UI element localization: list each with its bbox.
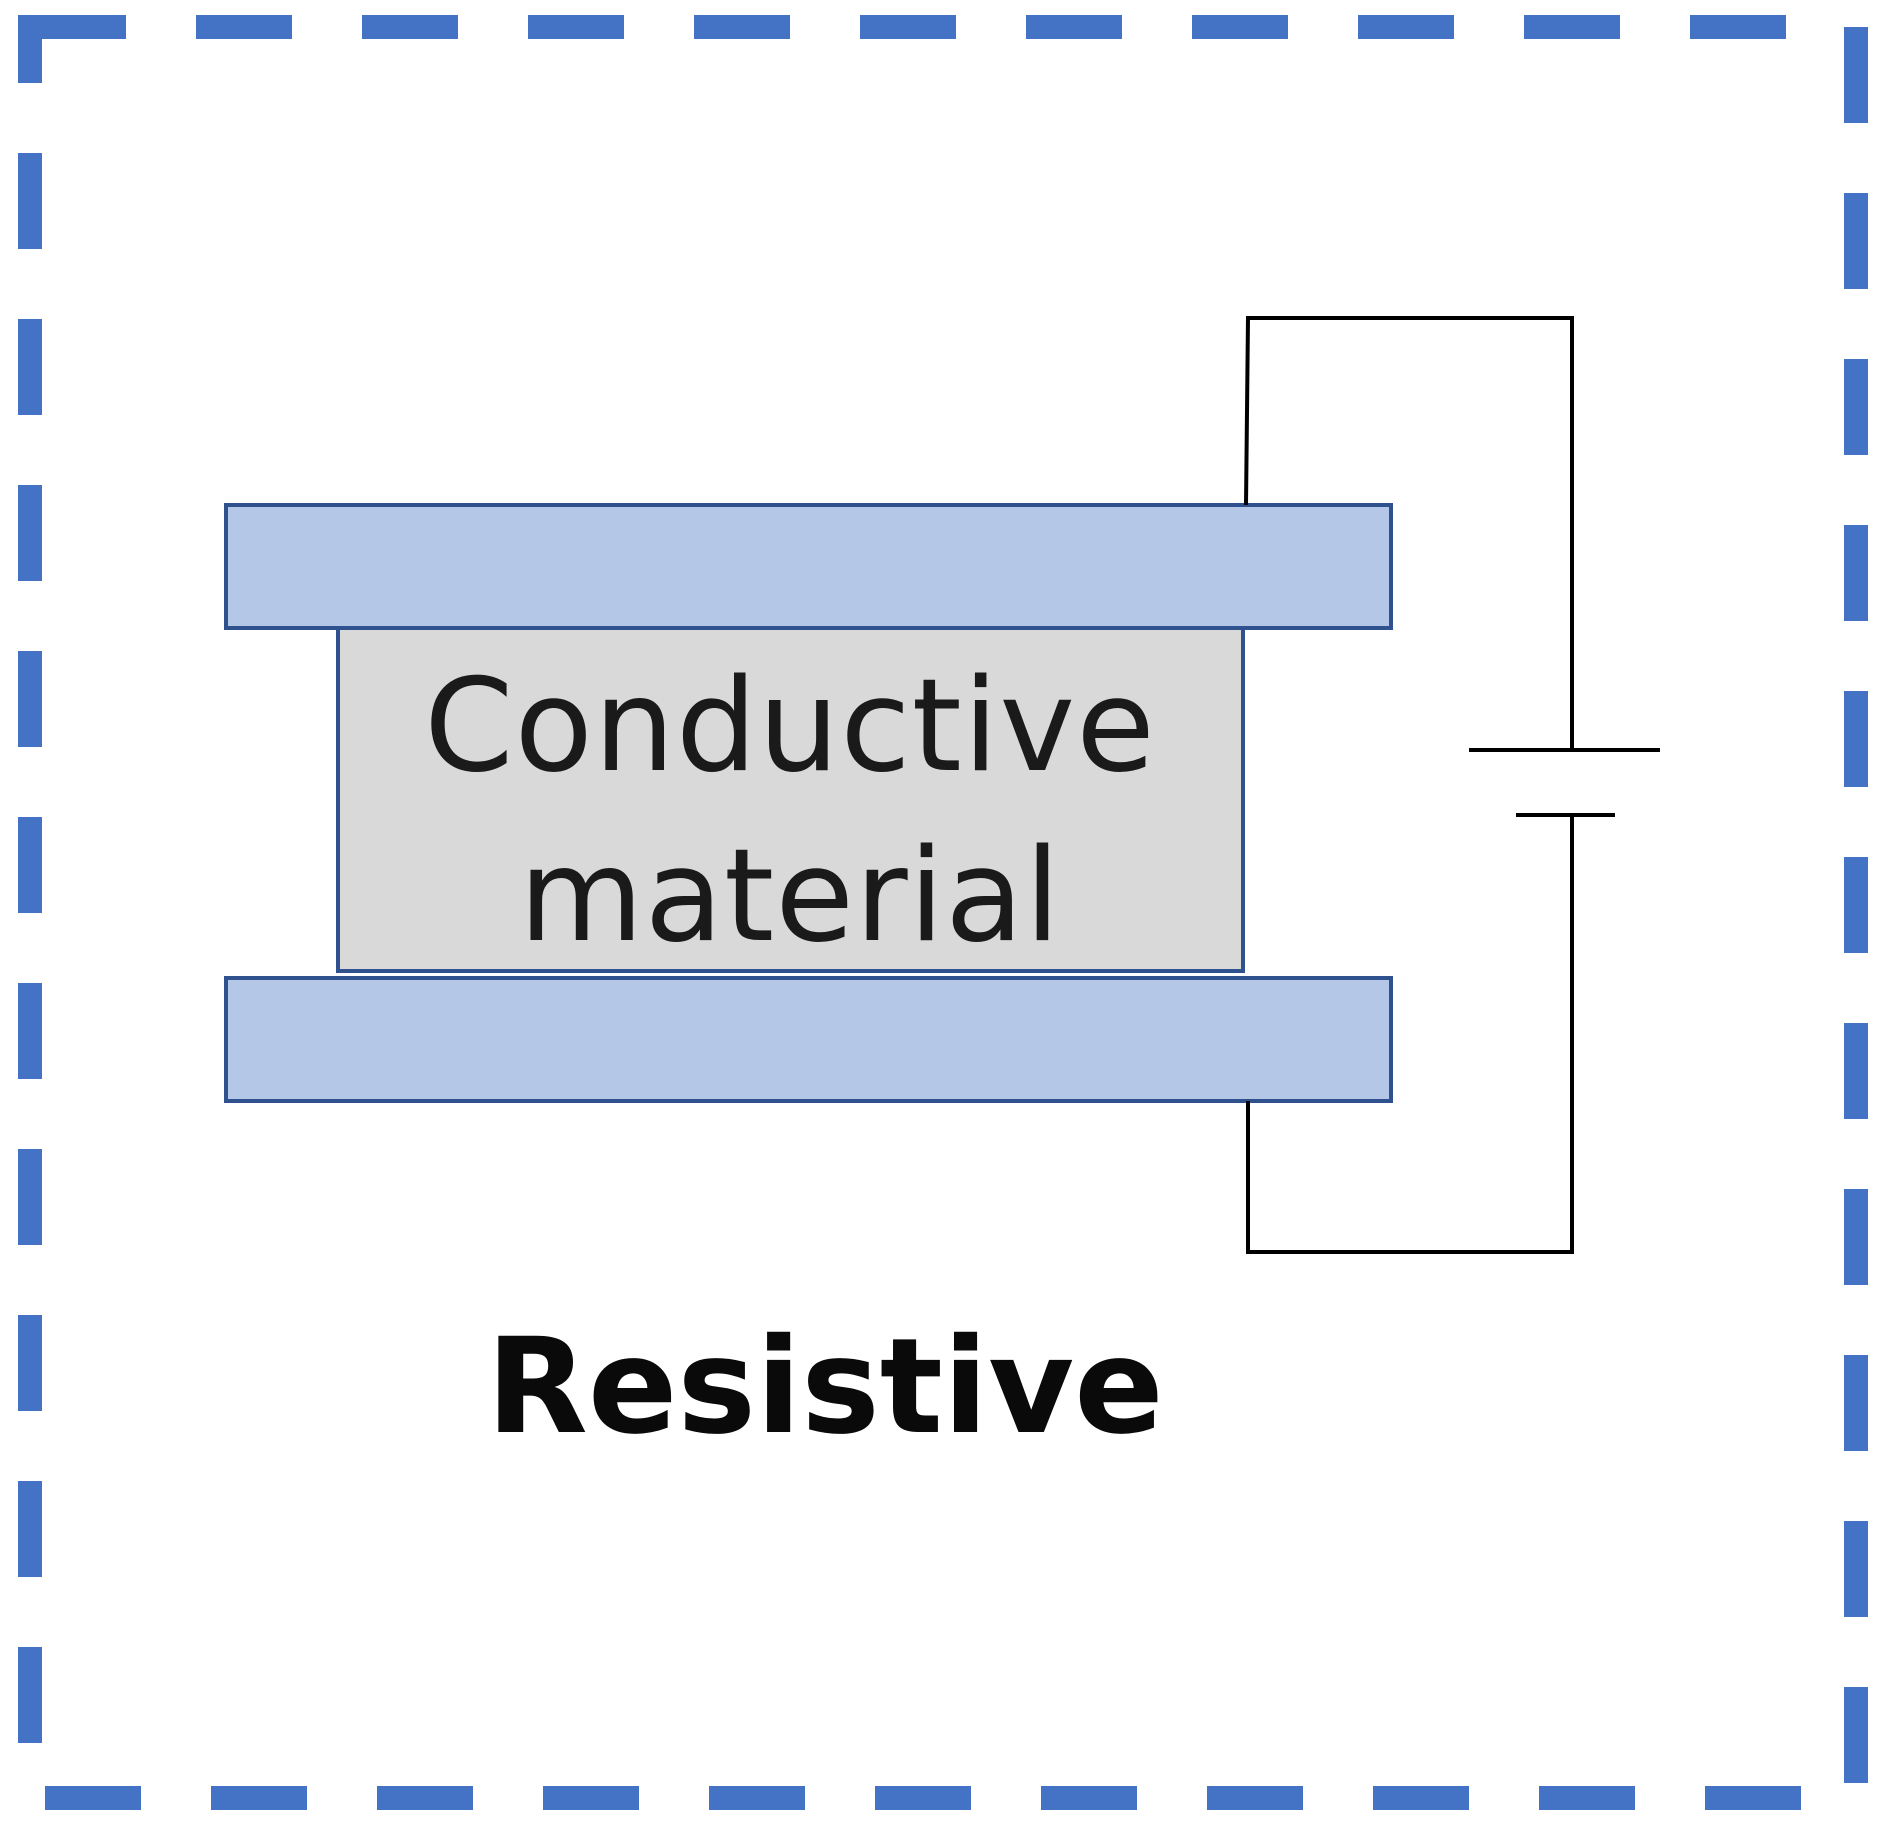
- sensor-type-caption: Resistive: [486, 1310, 1163, 1464]
- conductive-material-block: [336, 626, 1245, 973]
- top-wire: [1244, 316, 1574, 750]
- bottom-electrode: [224, 976, 1393, 1103]
- top-electrode: [224, 503, 1393, 630]
- battery-icon: [1469, 748, 1660, 817]
- material-label-line2: material: [519, 822, 1061, 971]
- material-label-line1: Conductive: [424, 652, 1156, 801]
- bottom-wire: [1246, 815, 1574, 1254]
- dashed-frame: [18, 15, 1868, 1810]
